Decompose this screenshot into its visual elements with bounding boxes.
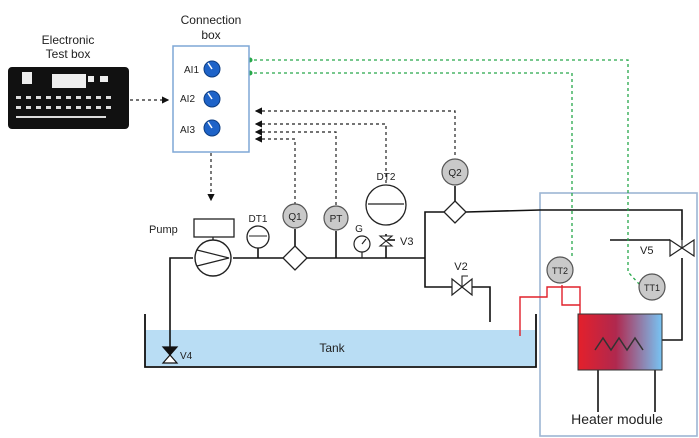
tt2-label: TT2	[552, 266, 568, 276]
connection-box-label-line2: box	[201, 28, 220, 42]
dt1-label: DT1	[249, 214, 268, 225]
electronic-test-box-label-line2: Test box	[46, 47, 91, 61]
signal-lines	[130, 96, 456, 205]
q1-sensor: Q1	[282, 203, 308, 271]
q1-label: Q1	[288, 212, 302, 223]
tt1-label: TT1	[644, 283, 660, 293]
g-label: G	[355, 224, 363, 235]
pt-label: PT	[330, 214, 343, 225]
gauge-g: G	[353, 224, 371, 258]
dt1-sensor: DT1	[246, 214, 270, 249]
tank-label: Tank	[319, 341, 345, 355]
v2-label: V2	[454, 261, 467, 273]
ai2-label: AI2	[180, 94, 195, 105]
pt-sensor: PT	[323, 205, 349, 231]
pump-symbol	[194, 239, 232, 277]
v3-label: V3	[400, 236, 413, 248]
valve-v5: V5	[640, 237, 695, 258]
hot-line-tt2	[561, 285, 580, 306]
electronic-test-box-label-line1: Electronic	[42, 33, 95, 47]
ai3-label: AI3	[180, 125, 195, 136]
q2-sensor: Q2	[441, 158, 469, 224]
connection-box: Connection box AI1 AI2 AI3	[172, 13, 250, 153]
tt1-sensor: TT1	[638, 273, 666, 301]
v4-label: V4	[180, 351, 193, 362]
heater-coil	[594, 336, 644, 352]
heater-module-label: Heater module	[571, 411, 663, 427]
electronic-test-box: Electronic Test box	[8, 33, 129, 129]
valve-v3: V3	[378, 235, 413, 248]
heater-module: Heater module	[571, 313, 663, 427]
dt2-label: DT2	[377, 172, 396, 183]
pump: Pump	[149, 218, 235, 277]
pump-motor	[193, 218, 235, 238]
q2-label: Q2	[448, 168, 462, 179]
v5-label: V5	[640, 245, 653, 257]
heater-element	[577, 313, 663, 371]
valve-v2: V2	[451, 261, 473, 297]
connection-box-label-line1: Connection	[181, 13, 242, 27]
tank-water	[145, 330, 535, 366]
piping	[169, 186, 683, 412]
q1-filter	[282, 245, 308, 271]
valve-v4: V4	[161, 346, 193, 364]
dt2-sensor: DT2	[365, 172, 407, 226]
tt2-sensor: TT2	[546, 256, 574, 284]
hot-line-tank	[519, 286, 581, 336]
pump-label: Pump	[149, 224, 178, 236]
tank-walls	[144, 314, 537, 368]
q2-filter	[443, 200, 467, 224]
tank: Tank	[144, 314, 537, 368]
ai1-label: AI1	[184, 65, 199, 76]
